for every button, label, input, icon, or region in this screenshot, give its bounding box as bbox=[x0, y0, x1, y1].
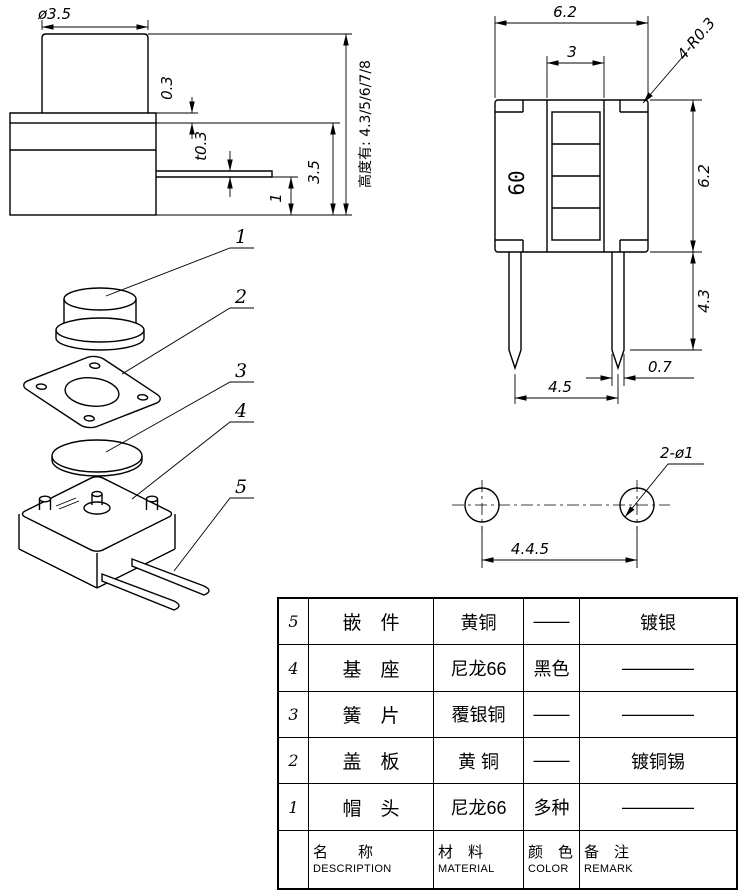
dim-plate-thickness: 0.3 bbox=[158, 76, 176, 100]
header-material: 材 料 MATERIAL bbox=[434, 830, 524, 888]
part-remark: ———— bbox=[580, 645, 736, 692]
header-remark-cn: 备 注 bbox=[584, 844, 630, 862]
part-remark: 镀铜锡 bbox=[580, 738, 736, 785]
part-material: 覆银铜 bbox=[434, 691, 524, 739]
part-base bbox=[18, 475, 176, 589]
dim-cap-diameter: ø3.5 bbox=[37, 5, 71, 23]
exploded-view: 1 2 3 4 5 bbox=[18, 226, 254, 611]
dim-pin-width: 0.7 bbox=[648, 358, 672, 376]
part-number-2: 2 bbox=[234, 286, 247, 308]
parts-table: 5 嵌 件 黄铜 —— 镀银 4 基 座 尼龙66 黑色 ———— 3 簧 片 … bbox=[277, 597, 738, 890]
part-no: 1 bbox=[279, 784, 309, 831]
header-remark-en: REMARK bbox=[584, 863, 633, 876]
part-no: 4 bbox=[279, 645, 309, 692]
part-color: 黑色 bbox=[524, 645, 580, 692]
part-spring-disc bbox=[51, 439, 143, 477]
header-color-cn: 颜 色 bbox=[528, 844, 574, 862]
part-remark: ———— bbox=[580, 692, 736, 739]
part-cover-plate bbox=[19, 354, 165, 430]
part-color: 多种 bbox=[524, 784, 580, 831]
part-number-3: 3 bbox=[235, 360, 247, 382]
dim-overall-height: 6.2 bbox=[695, 164, 713, 188]
header-description-cn: 名 称 bbox=[313, 844, 374, 862]
header-color: 颜 色 COLOR bbox=[524, 830, 580, 888]
header-color-en: COLOR bbox=[528, 863, 569, 876]
part-color: —— bbox=[524, 691, 580, 739]
part-name: 帽 头 bbox=[309, 784, 434, 831]
part-terminals bbox=[101, 557, 210, 611]
dim-hole-spacing: 4.4.5 bbox=[511, 540, 549, 558]
part-color: —— bbox=[524, 599, 580, 646]
header-description: 名 称 DESCRIPTION bbox=[309, 830, 434, 888]
part-name: 簧 片 bbox=[309, 691, 434, 739]
dim-stem-width: 3 bbox=[567, 43, 577, 61]
header-no bbox=[279, 830, 309, 888]
part-number-4: 4 bbox=[234, 400, 247, 422]
part-name: 嵌 件 bbox=[309, 599, 434, 646]
height-options-note: 高度有: 4.3/5/6/7/8 bbox=[357, 60, 374, 188]
dim-corner-radius: 4-R0.3 bbox=[673, 14, 718, 63]
part-color: —— bbox=[524, 738, 580, 785]
dim-terminal-thickness: t0.3 bbox=[192, 131, 210, 161]
part-material: 尼龙66 bbox=[434, 645, 524, 692]
part-material: 黄 铜 bbox=[434, 738, 524, 785]
part-no: 2 bbox=[279, 738, 309, 785]
part-material: 黄铜 bbox=[434, 599, 524, 646]
dim-hole-callout: 2-ø1 bbox=[660, 444, 694, 462]
part-name: 盖 板 bbox=[309, 738, 434, 785]
header-remark: 备 注 REMARK bbox=[580, 831, 736, 888]
part-no: 5 bbox=[279, 599, 309, 646]
part-no: 3 bbox=[279, 691, 309, 739]
dim-body-height: 3.5 bbox=[305, 160, 323, 184]
part-number-5: 5 bbox=[235, 476, 247, 498]
bottom-view: 2-ø1 4.4.5 bbox=[452, 444, 704, 568]
dim-overall-width: 6.2 bbox=[553, 3, 577, 21]
part-material: 尼龙66 bbox=[434, 784, 524, 831]
part-remark: 镀银 bbox=[580, 599, 736, 646]
dim-pin-length: 4.3 bbox=[695, 289, 713, 313]
part-number-1: 1 bbox=[235, 226, 247, 248]
header-material-en: MATERIAL bbox=[438, 863, 495, 876]
side-view: ø3.5 0.3 t0.3 1 3.5 高度有: 4.3/5/6/7/8 bbox=[9, 5, 374, 216]
dim-terminal-offset: 1 bbox=[267, 193, 285, 203]
header-description-en: DESCRIPTION bbox=[313, 863, 392, 876]
part-cap bbox=[55, 287, 145, 351]
body-marking: 60 bbox=[505, 170, 529, 195]
dim-pin-spacing: 4.5 bbox=[548, 378, 572, 396]
part-remark: ———— bbox=[580, 784, 736, 831]
header-material-cn: 材 料 bbox=[438, 844, 484, 862]
front-view: 60 6.2 3 4-R0.3 6.2 4.3 0.7 4.5 bbox=[494, 3, 719, 404]
part-name: 基 座 bbox=[309, 645, 434, 692]
